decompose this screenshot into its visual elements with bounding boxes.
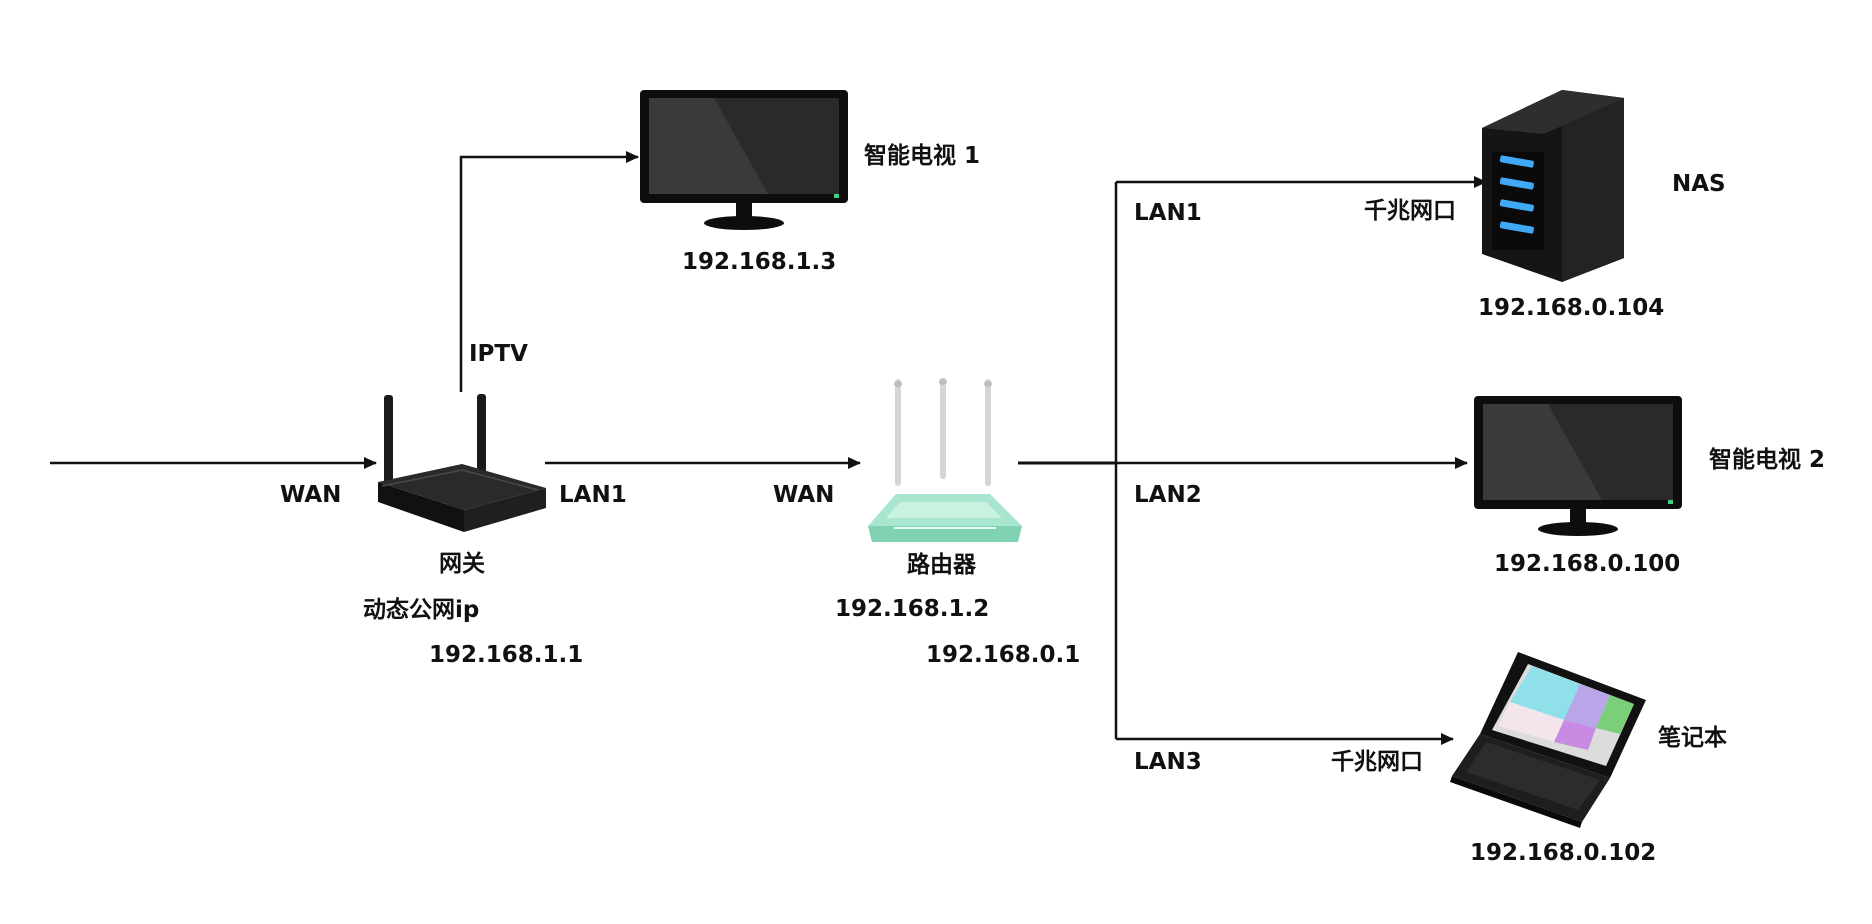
gateway-modem-icon xyxy=(378,394,546,532)
gateway-wan-label: WAN xyxy=(280,482,342,508)
nas-nic-label: 千兆网口 xyxy=(1364,198,1456,224)
tv-1-icon xyxy=(640,90,848,230)
tv-1-ip: 192.168.1.3 xyxy=(682,249,837,275)
router-wan-ip: 192.168.1.2 xyxy=(835,596,990,622)
laptop-ip: 192.168.0.102 xyxy=(1470,840,1657,866)
tv-2-ip: 192.168.0.100 xyxy=(1494,551,1681,577)
nas-server-icon xyxy=(1482,90,1624,282)
tv-1-name: 智能电视 1 xyxy=(864,143,981,169)
router-icon xyxy=(868,378,1022,542)
nas-name: NAS xyxy=(1672,171,1726,197)
router-lan-ip: 192.168.0.1 xyxy=(926,642,1081,668)
iptv-label: IPTV xyxy=(469,341,528,367)
gateway-public-ip-label: 动态公网ip xyxy=(363,597,480,623)
tv-2-name: 智能电视 2 xyxy=(1709,447,1826,473)
tv-2-port-label: LAN2 xyxy=(1134,482,1202,508)
router-wan-label: WAN xyxy=(773,482,835,508)
nas-port-label: LAN1 xyxy=(1134,200,1202,226)
gateway-ip: 192.168.1.1 xyxy=(429,642,584,668)
gateway-lan1-label: LAN1 xyxy=(559,482,627,508)
router-name: 路由器 xyxy=(907,552,976,578)
gateway-to-tv1-line xyxy=(459,151,639,392)
laptop-port-label: LAN3 xyxy=(1134,749,1202,775)
gateway-name: 网关 xyxy=(439,551,485,577)
laptop-nic-label: 千兆网口 xyxy=(1331,749,1423,775)
laptop-icon xyxy=(1450,652,1646,828)
nas-ip: 192.168.0.104 xyxy=(1478,295,1665,321)
laptop-name: 笔记本 xyxy=(1658,725,1727,751)
tv-2-icon xyxy=(1474,396,1682,536)
